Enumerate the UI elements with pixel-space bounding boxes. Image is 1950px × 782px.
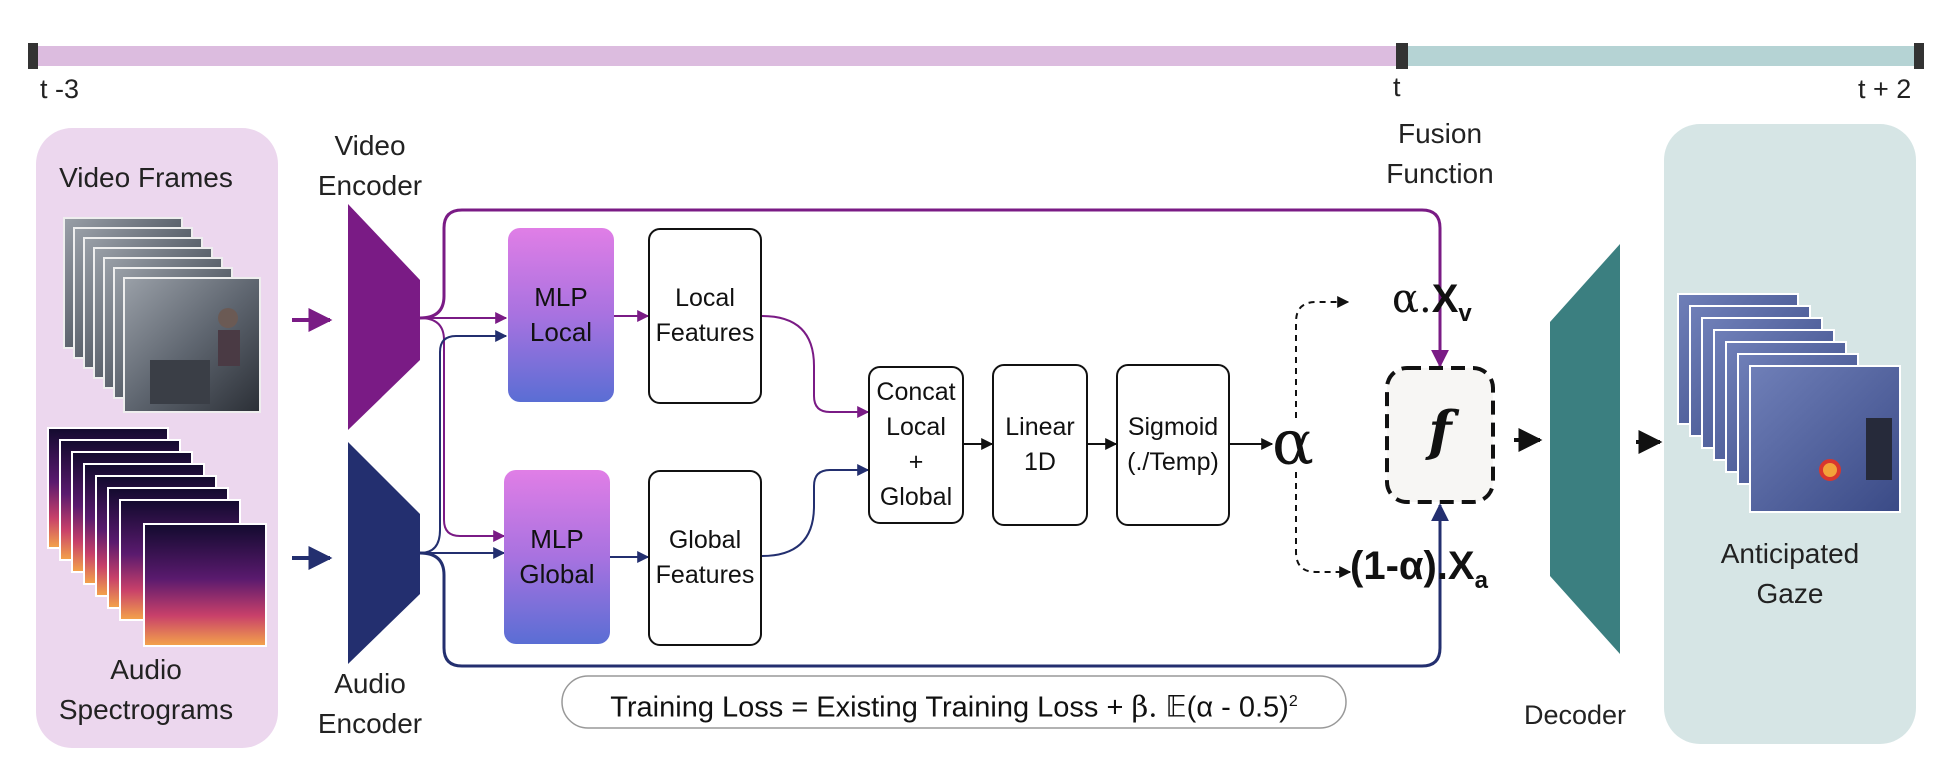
mlp-local-box: MLP Local (508, 228, 614, 402)
audio-skip-connection (419, 503, 1449, 668)
timeline-start-label: t -3 (40, 74, 80, 104)
timeline-past-bar (32, 46, 1402, 66)
video-fusion-term: α.Xv (1392, 276, 1472, 328)
timeline-mid-tick (1396, 43, 1408, 69)
concat-box: Concat Local + Global (868, 366, 964, 524)
alpha-symbol: α (1272, 406, 1314, 479)
video-frames-stack (63, 217, 261, 413)
training-loss-box (561, 675, 1347, 729)
fusion-function-symbol: f (1428, 399, 1452, 463)
timeline-start-tick (28, 43, 38, 69)
decoder-label: Decoder (1523, 700, 1627, 730)
audio-fusion-term: (1-α).Xa (1350, 544, 1488, 595)
video-to-mlp-global (419, 317, 506, 542)
audio-spectrograms-title: Audio Spectrograms (58, 654, 234, 725)
local-features-to-concat (761, 315, 870, 418)
mlp-global-box: MLP Global (504, 470, 610, 644)
audio-spectrogram-stack (47, 427, 267, 647)
training-loss-beta: β. (1131, 689, 1158, 724)
video-term-prefix: α. (1392, 276, 1432, 322)
decoder-shape (1550, 244, 1620, 654)
fusion-box (1385, 366, 1495, 504)
anticipated-gaze-stack (1677, 293, 1901, 513)
video-term-sub: v (1458, 300, 1472, 327)
audio-term-prefix: (1-α). (1350, 544, 1448, 588)
global-features-box: Global Features (648, 470, 762, 646)
training-loss-power: 2 (1288, 693, 1298, 710)
timeline-mid-label: t (1393, 72, 1401, 102)
timeline-future-bar (1402, 46, 1920, 66)
anticipated-gaze-title: Anticipated Gaze (1720, 538, 1860, 609)
training-loss-expectation: 𝔼 (1165, 689, 1187, 724)
timeline: t -3 t t + 2 (0, 0, 1950, 104)
linear-box: Linear 1D (992, 364, 1088, 526)
fusion-function-title: Fusion Function (1386, 118, 1494, 189)
audio-term-sub: a (1474, 567, 1488, 594)
video-frames-title: Video Frames (59, 162, 233, 193)
training-loss-text: Training Loss = Existing Training Loss +… (562, 680, 1346, 730)
gaze-heatmap-point (1819, 459, 1841, 481)
global-features-to-concat (761, 464, 870, 557)
alpha-to-audio-term (1295, 472, 1352, 578)
audio-encoder-shape (348, 442, 420, 664)
audio-term-var: X (1447, 544, 1475, 588)
alpha-to-video-term (1295, 296, 1350, 418)
video-encoder-shape (348, 204, 420, 430)
audio-encoder-label: Audio Encoder (317, 668, 423, 739)
video-encoder-label: Video Encoder (317, 130, 423, 201)
local-features-box: Local Features (648, 228, 762, 404)
training-loss-term: (α - 0.5) (1186, 691, 1289, 724)
video-term-var: X (1431, 277, 1459, 321)
training-loss-prefix: Training Loss = Existing Training Loss + (610, 691, 1132, 724)
audio-to-mlp-local (419, 330, 508, 554)
video-skip-connection (419, 208, 1449, 368)
timeline-end-label: t + 2 (1858, 74, 1912, 104)
sigmoid-box: Sigmoid (./Temp) (1116, 364, 1230, 526)
timeline-end-tick (1914, 43, 1924, 69)
